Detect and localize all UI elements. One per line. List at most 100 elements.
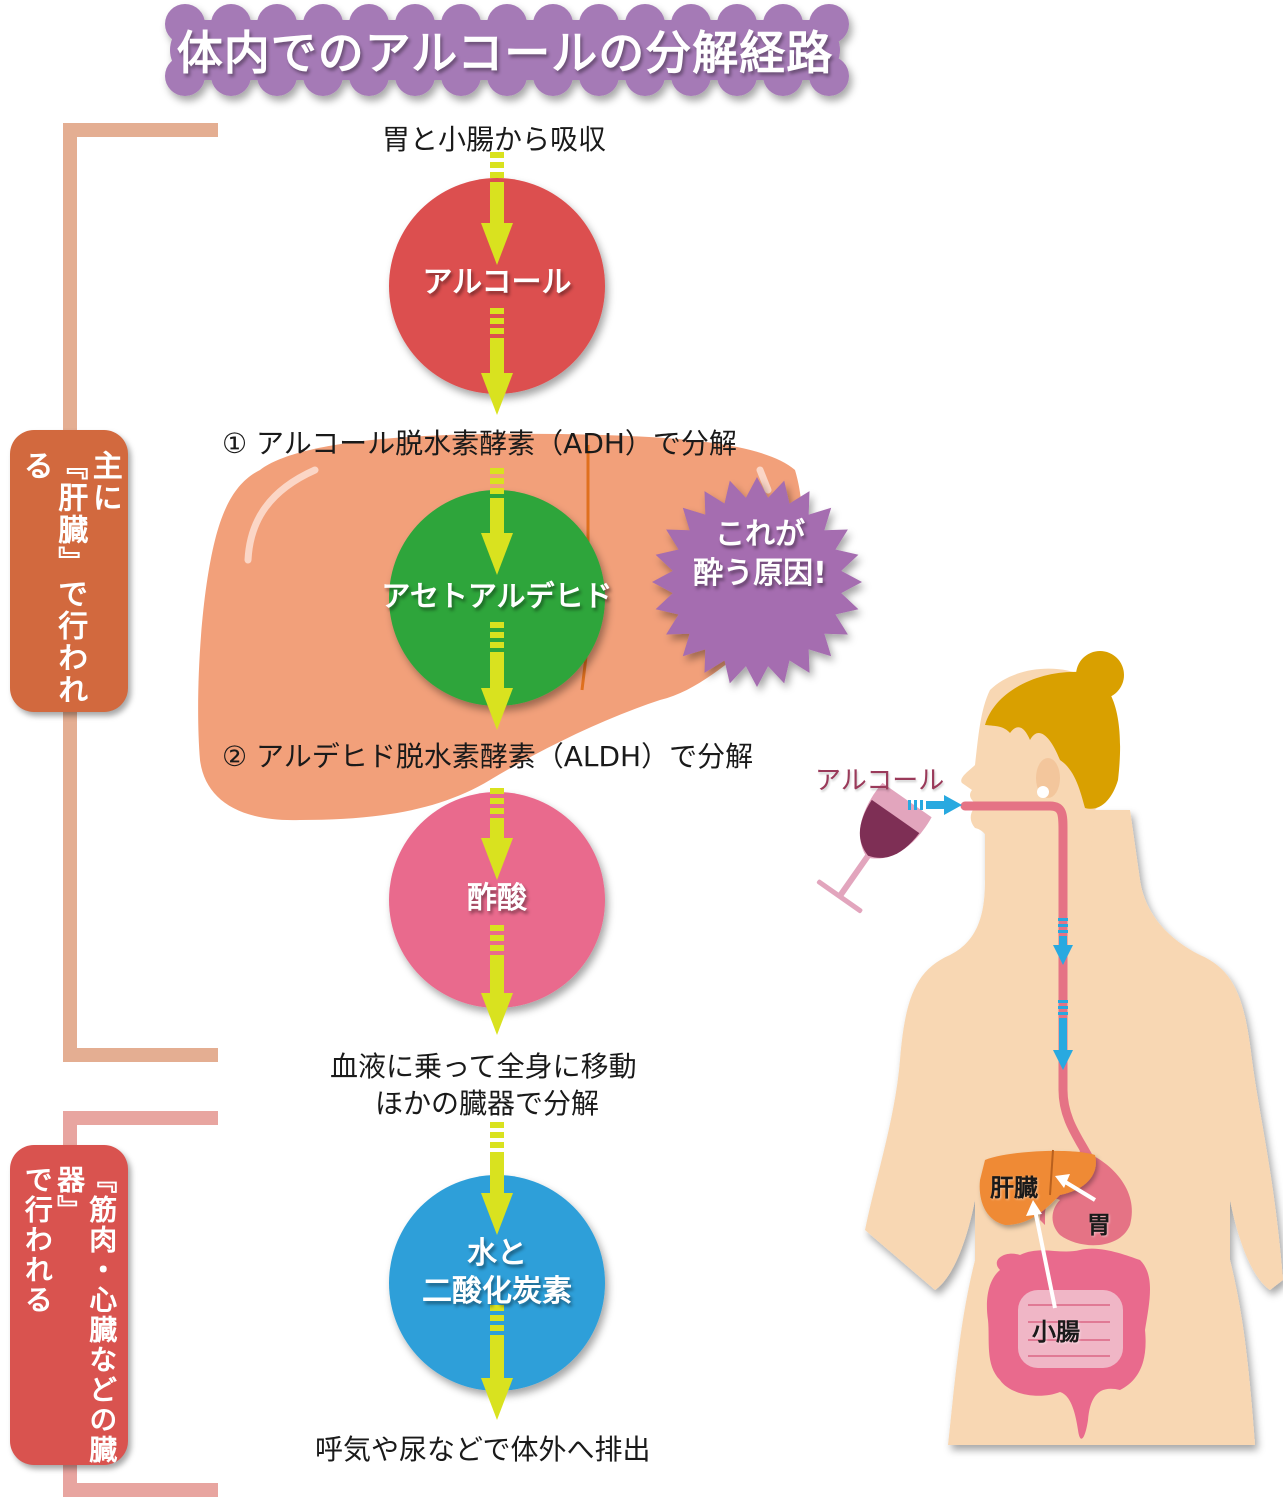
blue-arrow-head [1053,945,1073,965]
blue-arrows [908,795,1073,1070]
title-scallop [211,4,251,44]
blue-arrow-dash [1058,1006,1068,1009]
intestine-to-liver-arrow [1033,1209,1057,1309]
blue-arrow-dash [914,800,917,810]
blood-label-line2: ほかの臓器で分解 [375,1087,600,1120]
circle-acetaldehyde [389,490,605,706]
title-scallop [349,4,389,44]
arrow-dash [490,808,504,814]
title-scallop [579,4,619,44]
arrow-shaft [490,1152,504,1195]
acetaldehyde-label: アセトアルデヒド [381,579,613,613]
blue-arrow-shaft [926,801,946,809]
step2-label: ② アルデヒド脱水素酵素（ALDH）で分解 [222,740,754,773]
blue-arrow-dash [1058,930,1068,933]
blue-arrow-shaft [1059,936,1067,947]
title-scallop [763,56,803,96]
body-small-intestine-label: 小腸 [1032,1318,1080,1346]
arrow-dash [490,945,504,951]
blue-arrow-dash [920,800,923,810]
body-liver [979,1150,1096,1225]
hair-bun [1076,651,1124,699]
arrow-dash [490,798,504,804]
badge-liver-text: 主に 『肝臓』で行われる [17,430,122,712]
title-scallop [349,56,389,96]
blue-arrow-dash [1058,1012,1068,1015]
title-banner [165,4,849,96]
alcohol-label: アルコール [422,265,572,300]
blue-arrow-dash [908,800,911,810]
blue-arrow-head [944,795,962,815]
arrow-dash [490,622,504,628]
blood-label-line1: 血液に乗って全身に移動 [330,1050,637,1083]
arrow-shaft [490,652,504,690]
arrow-dash [490,318,504,324]
water-co2-line2: 二酸化炭素 [422,1273,572,1309]
burst-line2: 酔う原因! [693,556,827,591]
badge-liver: 主に 『肝臓』で行われる [10,430,128,712]
arrow-shaft [490,955,504,995]
title-scallop [487,56,527,96]
arrow-head [481,1378,513,1420]
arrow-dash [490,488,504,494]
arrow-dash [490,632,504,638]
title-scallop [809,56,849,96]
arrow-head [481,838,513,880]
title-scallop [625,4,665,44]
arrow-head [481,1193,513,1235]
title-scallop [671,56,711,96]
page-title: 体内でのアルコールの分解経路 [176,26,834,80]
badge-other-text: 『筋肉・心臓などの臓器』 で行われる [21,1145,118,1465]
stomach [1040,1150,1132,1246]
arrow-dash [490,478,504,484]
arrow-dash [490,162,504,168]
arrow-head [481,688,513,730]
blue-arrow-head [1053,1050,1073,1070]
body-alcohol-label: アルコール [815,766,945,796]
badge-other-col2: で行われる [20,1165,54,1315]
blue-arrow-dash [1058,918,1068,921]
arrow-dash [490,1132,504,1138]
title-scallop [257,4,297,44]
water-co2-line1: 水と [467,1236,527,1271]
arrow-shaft [490,182,504,225]
title-scallop [487,4,527,44]
arrow-head [481,993,513,1035]
body-liver-line [1049,1149,1054,1196]
wine-glass [816,782,932,914]
arrow-dash [490,152,504,158]
badge-liver-col1: 主に [86,450,122,514]
absorb-label: 胃と小腸から吸収 [382,123,607,156]
badge-liver-col2: 『肝臓』で行われる [17,450,88,706]
title-scallop [303,56,343,96]
arrow-dash [490,308,504,314]
wine-glass-stem [836,854,871,899]
small-intestine [1018,1290,1123,1368]
title-scallop [763,4,803,44]
excrete-label: 呼気や尿などで体外へ排出 [315,1433,651,1466]
title-scallop [625,56,665,96]
arrow-shaft [490,338,504,375]
title-scallop [533,56,573,96]
arrow-head [481,533,513,575]
badge-other-organs: 『筋肉・心臓などの臓器』 で行われる [10,1145,128,1465]
step1-label: ① アルコール脱水素酵素（ADH）で分解 [222,427,737,460]
arrow-dash [490,328,504,334]
arrow-dash [490,935,504,941]
arrow-dash [490,1315,504,1321]
title-scallop [809,4,849,44]
arrow-shaft [490,498,504,535]
stomach-to-liver-arrow [1060,1178,1097,1202]
circle-water-co2 [389,1175,605,1391]
body-liver-label: 肝臓 [990,1174,1038,1202]
blue-arrow-shaft [1059,1018,1067,1052]
water-co2-label: 水と 二酸化炭素 [389,1235,605,1310]
title-scallop [395,4,435,44]
stomach-to-liver-arrowhead [1055,1174,1070,1188]
liver-highlight [244,466,319,564]
wine-liquid [859,799,920,858]
circle-alcohol [389,178,605,394]
badge-other-col1: 『筋肉・心臓などの臓器』 [53,1165,119,1465]
burst-text: これが 酔う原因! [660,515,860,593]
